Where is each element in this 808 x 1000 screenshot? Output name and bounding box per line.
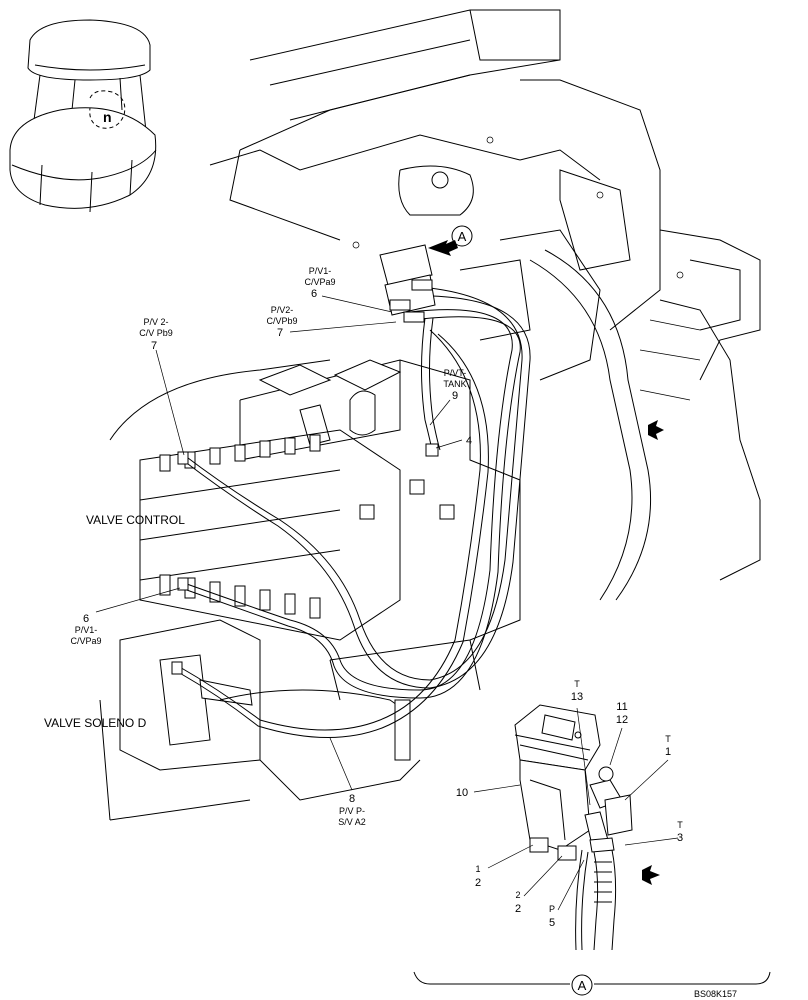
svg-text:1: 1 [475,864,480,874]
callout-pv1-top: P/V1- C/VPa9 6 [304,266,335,300]
svg-text:7: 7 [277,327,283,339]
svg-text:6: 6 [311,288,317,300]
svg-text:P/V 2-: P/V 2- [143,317,168,327]
callout-leaders [95,295,463,791]
hose-routing [171,287,531,738]
detail-view-a: T 13 11 12 T 1 10 T 3 1 2 2 2 P 5 [456,679,683,951]
callout-pvp: 8 P/V P- S/V A2 [338,793,366,827]
svg-text:T: T [677,820,683,830]
svg-text:P/V1-: P/V1- [309,266,332,276]
svg-text:n: n [103,109,112,125]
svg-text:2: 2 [515,903,521,915]
drawing-id: BS08K157 [694,989,737,999]
svg-text:9: 9 [452,390,458,402]
callout-pv2-left: P/V 2- C/V Pb9 7 [139,317,173,352]
svg-text:P/VT-: P/VT- [444,368,467,378]
callout-pvt-tank: P/VT- TANK 9 [443,368,466,402]
svg-text:13: 13 [571,691,583,703]
detail-bracket: A [413,971,771,996]
callout-fitting-4: 4 [466,435,472,447]
detail-callout-port2: 2 2 [515,890,521,915]
svg-text:T: T [665,734,671,744]
direction-arrow-upper [648,420,664,440]
svg-text:6: 6 [83,613,89,625]
callout-pv2-top: P/V2- C/VPb9 7 [266,305,297,339]
direction-arrow-lower [642,865,660,885]
svg-text:P: P [549,904,555,914]
detail-callout-p5: P 5 [549,904,555,929]
svg-text:S/V A2: S/V A2 [338,817,366,827]
detail-callout-10: 10 [456,787,468,799]
svg-text:C/VPb9: C/VPb9 [266,316,297,326]
svg-text:7: 7 [151,340,157,352]
detail-a-marker: A [578,978,587,993]
svg-text:8: 8 [349,793,355,805]
view-a-marker: A [458,229,467,244]
detail-callout-12: 12 [616,714,628,726]
svg-text:C/VPa9: C/VPa9 [70,636,101,646]
svg-text:3: 3 [677,832,683,844]
detail-callout-t3: T 3 [677,820,683,844]
svg-text:1: 1 [665,746,671,758]
detail-callout-11: 11 [616,701,627,713]
svg-text:2: 2 [475,877,481,889]
svg-text:C/V Pb9: C/V Pb9 [139,328,173,338]
valve-solenoid-label: VALVE SOLENO D [44,716,147,730]
detail-callout-port1: 1 2 [475,864,481,889]
detail-callout-t13: T 13 [571,679,583,703]
excavator-thumbnail: n [9,19,157,213]
control-valve-assembly [109,359,521,701]
valve-control-label: VALVE CONTROL [86,513,185,527]
solenoid-valve-assembly [99,619,421,821]
callout-pv1-left: 6 P/V1- C/VPa9 [70,613,101,646]
svg-text:2: 2 [515,890,520,900]
svg-text:P/V P-: P/V P- [339,806,365,816]
detail-callout-t1: T 1 [665,734,671,758]
svg-text:TANK: TANK [443,379,466,389]
svg-text:5: 5 [549,917,555,929]
svg-text:T: T [574,679,580,689]
view-a-indicator: A [428,225,473,256]
svg-text:C/VPa9: C/VPa9 [304,277,335,287]
svg-text:P/V2-: P/V2- [271,305,294,315]
machine-frame [209,9,761,601]
pilot-valve-top [379,244,436,323]
svg-text:P/V1-: P/V1- [75,625,98,635]
